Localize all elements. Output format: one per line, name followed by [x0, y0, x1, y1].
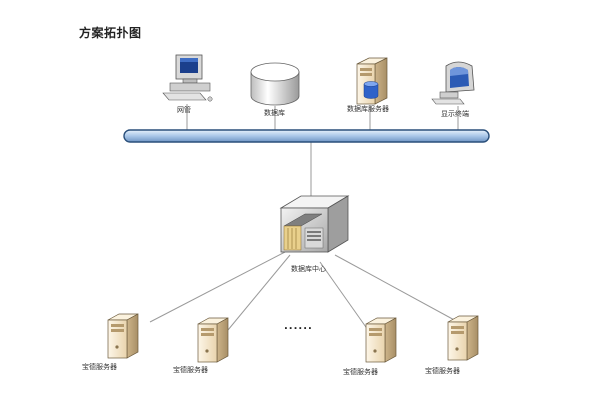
link-center-server-1	[149, 251, 286, 323]
link-center-server-3	[319, 261, 369, 331]
node-label-server-1: 宝德服务器	[82, 363, 117, 371]
node-label-server-4: 宝德服务器	[425, 367, 460, 375]
data-center-icon	[279, 195, 350, 253]
diagram-title: 方案拓扑图	[79, 26, 142, 40]
node-label-data-center: 数据库中心	[291, 265, 326, 273]
network-bus	[123, 129, 490, 143]
server-icon	[365, 317, 397, 363]
server-icon	[447, 315, 479, 361]
server-icon	[107, 313, 139, 359]
computer-icon	[162, 54, 213, 102]
link-center-server-4	[334, 254, 459, 323]
node-label-server-3: 宝德服务器	[343, 368, 378, 376]
node-label-database: 数据库	[264, 109, 285, 117]
node-label-computer: 网管	[177, 106, 191, 114]
node-label-server-2: 宝德服务器	[173, 366, 208, 374]
database-icon	[250, 62, 300, 106]
node-label-display-terminal: 显示终端	[441, 110, 469, 118]
display-terminal-icon	[431, 61, 475, 105]
server-icon	[197, 317, 229, 363]
connection-lines	[149, 104, 459, 331]
db-server-icon	[356, 57, 388, 105]
node-label-db-server: 数据库服务器	[347, 105, 389, 113]
ellipsis-indicator: ......	[284, 321, 313, 332]
link-center-server-2	[227, 254, 291, 331]
